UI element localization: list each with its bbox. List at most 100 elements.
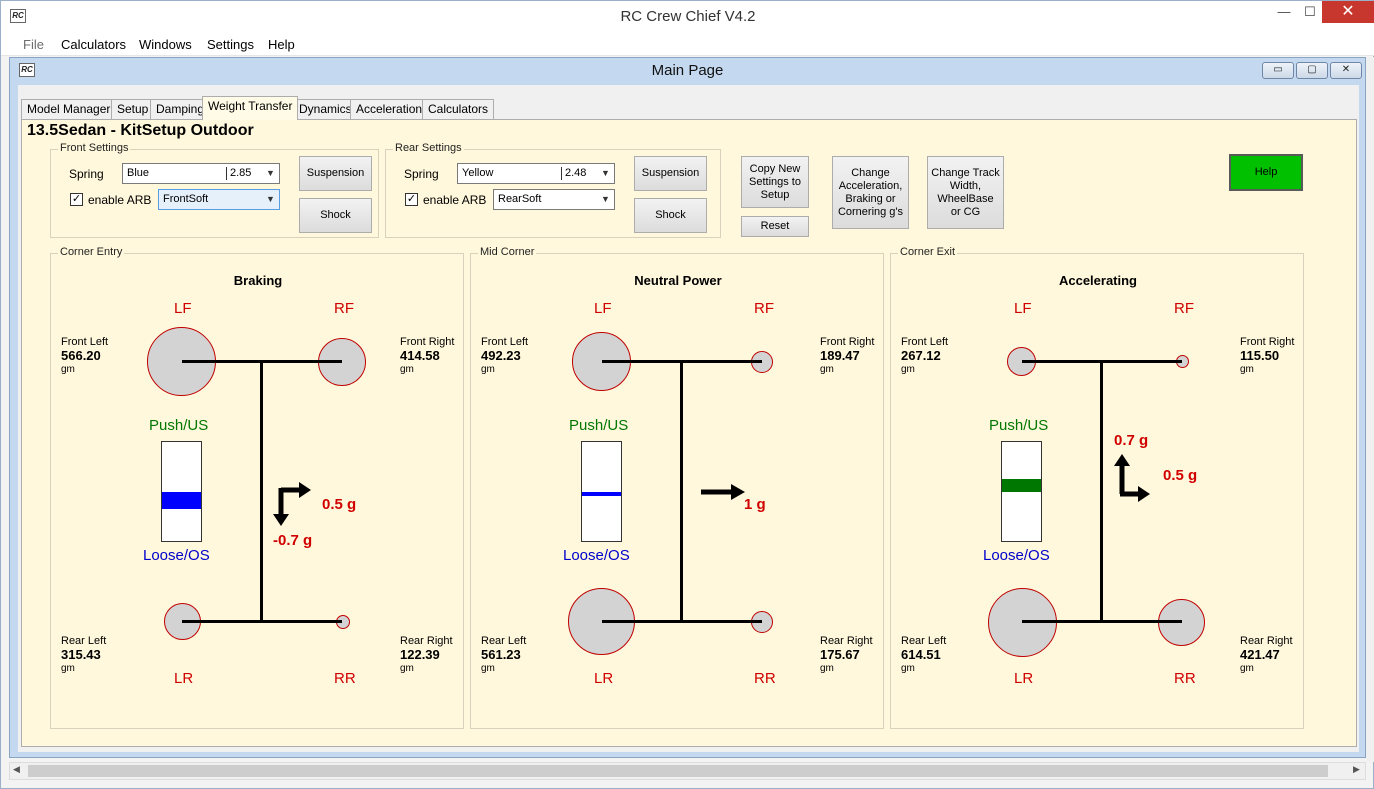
- longitudinal-g-label: 0.7 g: [1114, 432, 1149, 449]
- copy-settings-button[interactable]: Copy New Settings to Setup: [741, 156, 809, 208]
- tab-model-manager[interactable]: Model Manager: [21, 99, 117, 119]
- accelerating-title: Accelerating: [1058, 273, 1138, 288]
- rear-shock-button[interactable]: Shock: [634, 198, 707, 233]
- chevron-down-icon: ▼: [266, 194, 275, 204]
- front-right-unit: gm: [820, 364, 834, 375]
- front-settings-title: Front Settings: [58, 142, 131, 154]
- front-spring-combo[interactable]: Blue 2.85 ▼: [122, 163, 280, 184]
- front-right-weight: 414.58: [400, 348, 440, 363]
- front-left-weight: 566.20: [61, 348, 101, 363]
- front-suspension-button[interactable]: Suspension: [299, 156, 372, 191]
- rear-spring-combo[interactable]: Yellow 2.48 ▼: [457, 163, 615, 184]
- front-settings-group: Front Settings Spring Blue 2.85 ▼ ✓ enab…: [50, 142, 379, 238]
- lf-label: LF: [174, 300, 192, 317]
- inner-minimize-button[interactable]: ▭: [1262, 62, 1294, 79]
- lateral-g-label: 0.5 g: [1163, 467, 1198, 484]
- chassis-spine: [680, 360, 683, 623]
- tab-setup[interactable]: Setup: [111, 99, 155, 119]
- front-shock-button[interactable]: Shock: [299, 198, 372, 233]
- chevron-down-icon: ▼: [601, 194, 610, 204]
- menu-settings[interactable]: Settings: [207, 37, 254, 52]
- main-page-client: Model Manager Setup Damping Weight Trans…: [18, 85, 1359, 752]
- front-left-weight: 267.12: [901, 348, 941, 363]
- lr-label: LR: [594, 670, 614, 687]
- minimize-button[interactable]: —: [1277, 4, 1291, 19]
- mid-corner-panel: Mid Corner Neutral Power LF RF LR RR Fro…: [470, 246, 884, 729]
- rear-right-unit: gm: [820, 663, 834, 674]
- weight-transfer-panel: 13.5Sedan - KitSetup Outdoor Front Setti…: [21, 119, 1357, 747]
- balance-gauge: [161, 441, 202, 542]
- tab-weight-transfer[interactable]: Weight Transfer: [202, 96, 299, 120]
- g-force-arrow-icon: [273, 482, 311, 526]
- rear-left-label: Rear Left: [61, 635, 107, 647]
- change-acceleration-button[interactable]: Change Acceleration, Braking or Cornerin…: [832, 156, 909, 229]
- change-track-button[interactable]: Change Track Width, WheelBase or CG: [927, 156, 1004, 229]
- balance-gauge: [1001, 441, 1042, 542]
- rear-right-weight: 122.39: [400, 647, 440, 662]
- front-right-weight: 189.47: [820, 348, 860, 363]
- front-right-label: Front Right: [820, 336, 875, 348]
- balance-indicator: [162, 492, 201, 509]
- rear-arb-checkbox[interactable]: ✓: [405, 193, 418, 206]
- title-bar: RC RC Crew Chief V4.2 — ☐ ✕: [1, 1, 1374, 32]
- chassis-spine: [260, 360, 263, 623]
- setup-title: 13.5Sedan - KitSetup Outdoor: [27, 122, 254, 139]
- front-spring-rate: 2.85: [230, 167, 252, 179]
- rear-left-label: Rear Left: [481, 635, 527, 647]
- front-left-label: Front Left: [481, 336, 529, 348]
- rear-settings-group: Rear Settings Spring Yellow 2.48 ▼ ✓ ena…: [385, 142, 721, 238]
- front-left-label: Front Left: [901, 336, 949, 348]
- rear-spring-rate: 2.48: [565, 167, 587, 179]
- push-label: Push/US: [149, 417, 209, 434]
- menu-help[interactable]: Help: [268, 37, 295, 52]
- front-left-unit: gm: [481, 364, 495, 375]
- g-force-arrow-icon: [1114, 454, 1150, 502]
- tab-calculators[interactable]: Calculators: [422, 99, 495, 119]
- tab-dynamics[interactable]: Dynamics: [293, 99, 358, 119]
- chevron-down-icon: ▼: [601, 168, 610, 178]
- loose-label: Loose/OS: [563, 547, 630, 564]
- vertical-scrollbar[interactable]: [1366, 57, 1374, 762]
- lr-label: LR: [174, 670, 194, 687]
- rear-right-unit: gm: [1240, 663, 1254, 674]
- rear-right-unit: gm: [400, 663, 414, 674]
- front-arb-checkbox[interactable]: ✓: [70, 193, 83, 206]
- rear-left-weight: 561.23: [481, 647, 521, 662]
- front-left-label: Front Left: [61, 336, 109, 348]
- scroll-left-icon[interactable]: ◀: [13, 764, 20, 774]
- inner-maximize-button[interactable]: ▢: [1296, 62, 1328, 79]
- help-button[interactable]: Help: [1229, 154, 1303, 191]
- maximize-button[interactable]: ☐: [1304, 4, 1316, 19]
- lf-label: LF: [594, 300, 612, 317]
- rr-label: RR: [334, 670, 356, 687]
- rear-settings-title: Rear Settings: [393, 142, 464, 154]
- tab-damping[interactable]: Damping: [150, 99, 211, 119]
- reset-button[interactable]: Reset: [741, 216, 809, 237]
- rear-suspension-button[interactable]: Suspension: [634, 156, 707, 191]
- menu-file[interactable]: File: [23, 37, 44, 52]
- chassis-spine: [1100, 360, 1103, 623]
- rear-right-label: Rear Right: [400, 635, 453, 647]
- menu-calculators[interactable]: Calculators: [61, 37, 127, 52]
- rr-label: RR: [1174, 670, 1196, 687]
- front-spring-name: Blue: [127, 167, 150, 179]
- tab-acceleration[interactable]: Acceleration: [350, 99, 429, 119]
- scroll-right-icon[interactable]: ▶: [1353, 764, 1360, 774]
- neutral-power-title: Neutral Power: [634, 273, 722, 288]
- front-arb-label: enable ARB: [88, 193, 152, 207]
- menu-windows[interactable]: Windows: [139, 37, 192, 52]
- inner-close-button[interactable]: ✕: [1330, 62, 1362, 79]
- front-arb-combo[interactable]: FrontSoft ▼: [158, 189, 280, 210]
- balance-indicator: [582, 492, 621, 496]
- rear-right-label: Rear Right: [1240, 635, 1293, 647]
- scroll-thumb[interactable]: [28, 765, 1328, 777]
- front-left-unit: gm: [61, 364, 75, 375]
- horizontal-scrollbar[interactable]: ◀ ▶: [9, 762, 1366, 780]
- close-button[interactable]: ✕: [1322, 1, 1374, 23]
- front-right-unit: gm: [400, 364, 414, 375]
- rear-arb-combo[interactable]: RearSoft ▼: [493, 189, 615, 210]
- braking-title: Braking: [233, 273, 283, 288]
- lf-label: LF: [1014, 300, 1032, 317]
- front-arb-value: FrontSoft: [163, 193, 209, 205]
